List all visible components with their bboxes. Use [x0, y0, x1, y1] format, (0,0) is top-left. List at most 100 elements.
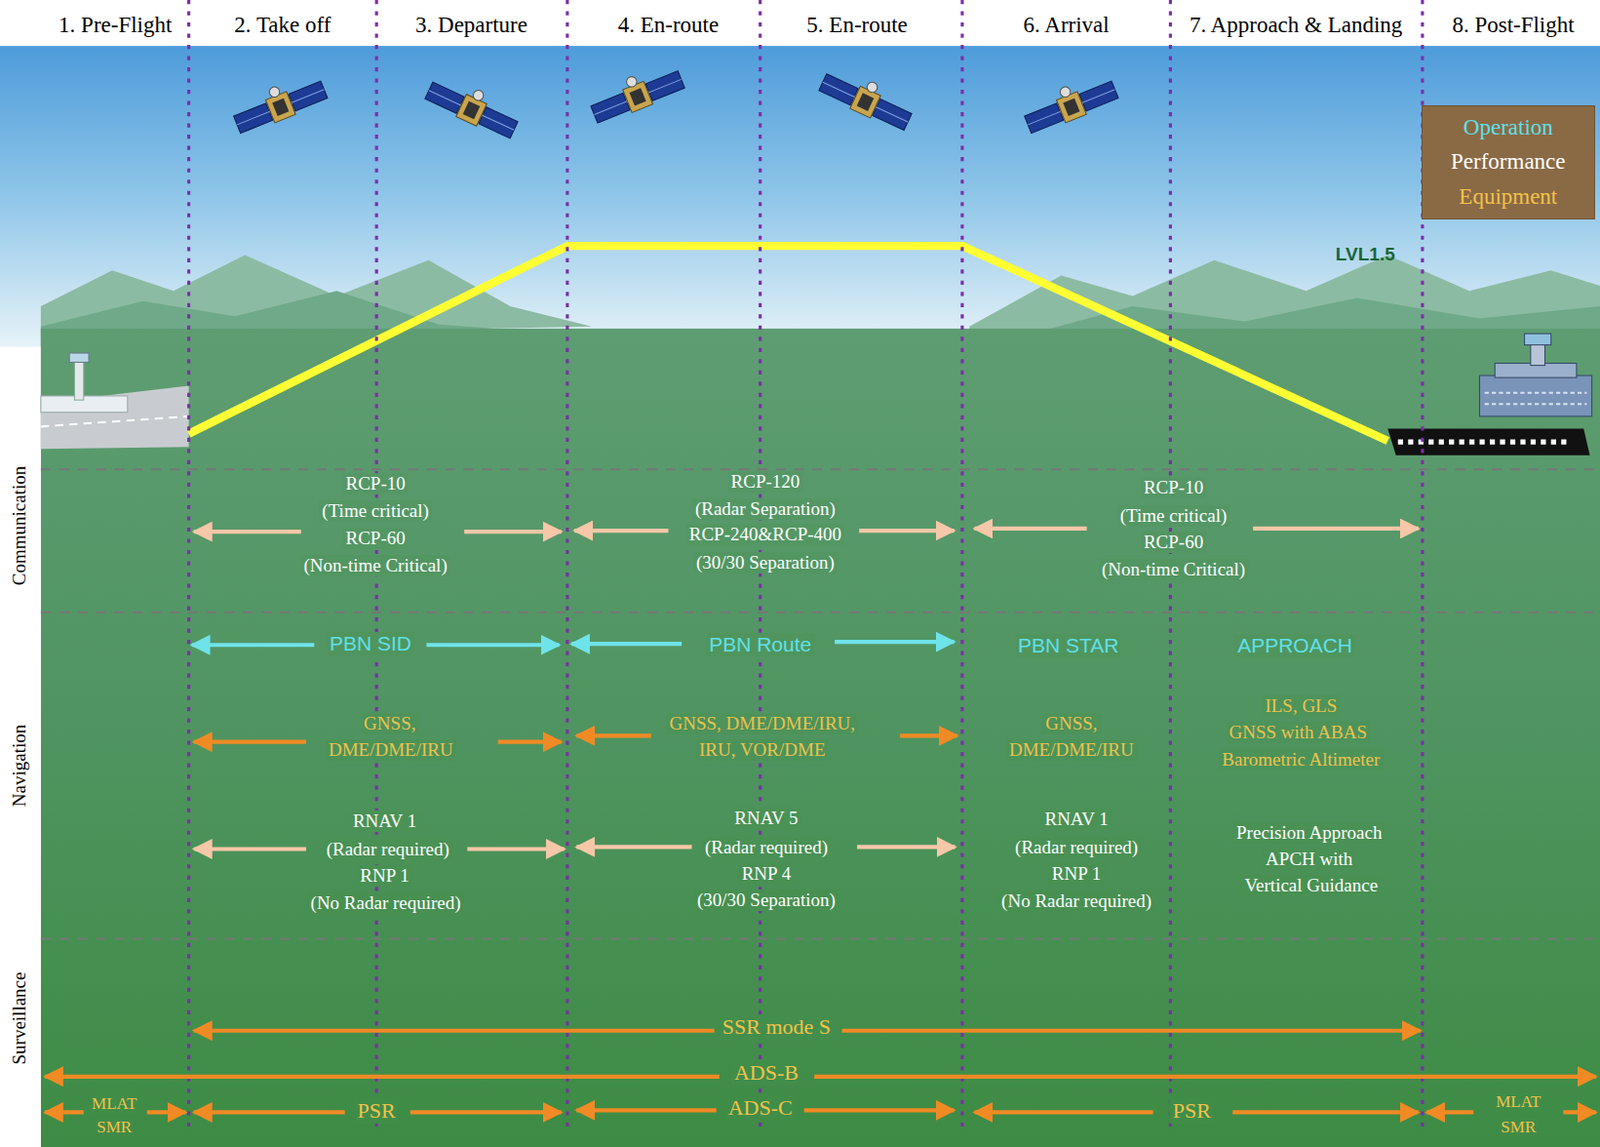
- span-arrows-cyan: [571, 641, 682, 646]
- surveillance-label: SMR: [1498, 1117, 1538, 1137]
- span-arrows-orange: [1232, 1109, 1418, 1114]
- level-tag: LVL1.5: [1335, 243, 1396, 266]
- rcp-label: (Time critical): [318, 500, 432, 522]
- span-arrows-peach: [194, 529, 302, 534]
- performance-label: RNAV 5: [731, 807, 801, 829]
- span-arrows-peach: [1252, 526, 1419, 531]
- departure-airport: [69, 352, 89, 362]
- span-arrows-orange: [576, 733, 651, 738]
- equipment-label: DME/DME/IRU: [1006, 739, 1137, 761]
- span-arrows-orange: [841, 1028, 1420, 1033]
- arrival-airport: [1524, 333, 1552, 346]
- phase-header: 3. Departure: [415, 12, 528, 39]
- performance-label: (No Radar required): [308, 892, 465, 914]
- span-arrows-orange: [44, 1109, 84, 1114]
- rcp-label: (Radar Separation): [692, 498, 839, 520]
- rcp-label: RCP-60: [343, 527, 409, 549]
- span-arrows-orange: [147, 1109, 187, 1114]
- span-arrows-orange: [576, 1107, 716, 1112]
- span-arrows-cyan: [426, 642, 559, 647]
- equipment-label: GNSS,: [360, 712, 419, 735]
- performance-label: Precision Approach: [1233, 821, 1385, 844]
- rcp-label: (Time critical): [1117, 505, 1231, 527]
- arrival-airport: [1530, 343, 1546, 366]
- key-entry: Performance: [1432, 144, 1585, 180]
- performance-label: (Radar required): [323, 838, 453, 860]
- span-arrows-peach: [858, 528, 954, 533]
- span-arrows-peach: [194, 846, 307, 851]
- equipment-label: ILS, GLS: [1261, 695, 1340, 717]
- equipment-label: IRU, VOR/DME: [696, 739, 829, 761]
- departure-airport: [74, 358, 83, 400]
- sky: [0, 0, 1600, 348]
- surveillance-label: SMR: [94, 1117, 134, 1137]
- phase-dividers: [187, 0, 191, 1132]
- sky: [0, 0, 1600, 348]
- span-arrows-peach: [574, 528, 668, 533]
- span-arrows-orange: [194, 1109, 346, 1114]
- ground: [40, 328, 1600, 1147]
- span-arrows-peach: [576, 844, 692, 849]
- departure-airport: [40, 416, 190, 427]
- span-arrows-peach: [194, 528, 1419, 850]
- phase-header: 7. Approach & Landing: [1189, 12, 1403, 39]
- rcp-label: RCP-60: [1140, 531, 1207, 553]
- span-arrows-orange: [194, 740, 307, 744]
- equipment-label: GNSS with ABAS: [1225, 721, 1370, 743]
- key-entry: Equipment: [1432, 179, 1585, 215]
- phase-dividers: [189, 0, 1423, 1132]
- span-arrows-orange: [974, 1109, 1153, 1114]
- span-arrows-peach: [467, 846, 564, 851]
- arrival-airport: [1484, 391, 1588, 394]
- performance-label: RNAV 1: [350, 810, 420, 832]
- surveillance-label: PSR: [1170, 1097, 1214, 1124]
- phase-dividers: [565, 0, 569, 1132]
- performance-label: RNP 1: [1049, 862, 1105, 885]
- satellites: [424, 71, 524, 142]
- phase-header: 4. En-route: [618, 12, 719, 39]
- phase-header: 5. En-route: [806, 12, 907, 39]
- surveillance-label: MLAT: [89, 1093, 139, 1114]
- span-arrows-orange: [410, 1109, 562, 1114]
- span-arrows-peach: [857, 844, 955, 849]
- span-arrows-cyan: [192, 642, 315, 647]
- span-arrows-peach: [464, 529, 561, 534]
- rcp-label: RCP-10: [343, 472, 409, 495]
- arrival-airport: [1484, 402, 1588, 405]
- rcp-label: RCP-120: [728, 470, 804, 493]
- operation-label: PBN Route: [705, 632, 815, 657]
- equipment-label: GNSS,: [1042, 712, 1100, 735]
- equipment-label: Barometric Altimeter: [1218, 748, 1383, 771]
- surveillance-label: ADS-C: [725, 1094, 796, 1121]
- surveillance-label: PSR: [354, 1097, 399, 1124]
- satellites: [818, 62, 918, 133]
- span-arrows-orange: [814, 1074, 1597, 1079]
- span-arrows-cyan: [834, 639, 954, 644]
- key-box: OperationPerformanceEquipment: [1421, 105, 1596, 220]
- performance-label: RNP 4: [739, 862, 795, 885]
- rcp-label: RCP-10: [1140, 476, 1207, 499]
- rcp-label: RCP-240&RCP-400: [686, 523, 845, 546]
- surveillance-label: SSR mode S: [719, 1014, 834, 1040]
- section-title: Navigation: [8, 724, 31, 807]
- section-dividers: [40, 611, 1600, 614]
- satellites: [585, 59, 686, 126]
- rcp-label: (30/30 Separation): [693, 551, 838, 574]
- span-arrows-orange: [498, 740, 562, 744]
- satellites: [229, 69, 329, 136]
- section-title: Surveillance: [8, 972, 31, 1065]
- ground: [0, 328, 1600, 1147]
- span-arrows-peach: [974, 526, 1087, 531]
- performance-label: Vertical Guidance: [1241, 874, 1381, 897]
- performance-label: (No Radar required): [998, 890, 1155, 912]
- departure-airport: [40, 385, 190, 449]
- performance-label: (Radar required): [702, 836, 831, 859]
- arrival-airport: [1480, 375, 1593, 417]
- performance-label: RNAV 1: [1041, 808, 1111, 830]
- surveillance-label: ADS-B: [731, 1059, 802, 1086]
- rcp-label: (Non-time Critical): [1098, 558, 1249, 581]
- arrival-airport: [1387, 333, 1592, 456]
- departure-airport: [40, 352, 190, 449]
